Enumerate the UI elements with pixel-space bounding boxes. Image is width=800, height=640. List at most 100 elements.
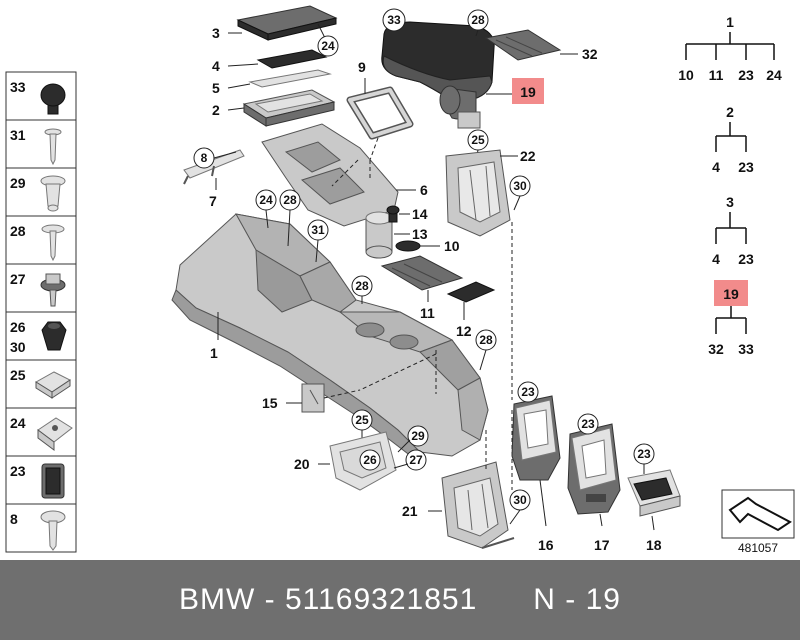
clip-icon [41,463,65,499]
legend-group-3: 3 4 23 [712,194,754,267]
legend-3-root[interactable]: 3 [726,194,734,210]
part-3-storage-cover[interactable] [236,5,338,41]
callout-3[interactable]: 3 [212,25,220,41]
callout-circle-28-console-a[interactable]: 28 [283,193,297,207]
callout-13[interactable]: 13 [412,226,428,242]
grid-label-8: 8 [10,511,18,527]
callout-19-highlight[interactable] [512,78,544,104]
callout-circle-24-console[interactable]: 24 [259,193,273,207]
legend-group-1: 1 10 11 23 24 [678,14,782,83]
callout-2[interactable]: 2 [212,102,220,118]
legend-2-child-4[interactable]: 4 [712,159,720,175]
callout-10[interactable]: 10 [444,238,460,254]
hex-screw-icon [40,273,66,307]
diagram-number: 481057 [738,541,778,555]
grid-cell-28[interactable] [5,215,77,265]
callout-circle-24-top[interactable]: 24 [321,39,335,53]
callout-circle-25-upper[interactable]: 25 [471,133,485,147]
callout-9[interactable]: 9 [358,59,366,75]
legend-2-child-23[interactable]: 23 [738,159,754,175]
part-4-insert-mat[interactable] [256,49,328,69]
callout-6[interactable]: 6 [420,182,428,198]
legend-1-root[interactable]: 1 [726,14,734,30]
callout-circle-30-upper[interactable]: 30 [513,179,527,193]
callout-19[interactable]: 19 [520,84,536,100]
part-21-lower-bracket[interactable] [441,461,515,549]
callout-1[interactable]: 1 [210,345,218,361]
callout-20[interactable]: 20 [294,456,310,472]
part-13-cup-insert[interactable] [365,211,393,259]
part-7-bracket[interactable] [183,149,245,185]
part-10-cup-mat[interactable] [395,240,421,252]
part-1-center-console[interactable] [171,213,489,461]
legend-3-child-4[interactable]: 4 [712,251,720,267]
expanding-rivet-icon [40,175,66,212]
direction-arrow-icon [728,496,792,532]
callout-circle-28-console-b[interactable]: 28 [355,279,369,293]
part-15-clip[interactable] [301,383,325,413]
exploded-parts-diagram: 33 31 29 28 27 26 30 25 24 23 8 [5,5,795,555]
callout-circle-31[interactable]: 31 [311,223,325,237]
part-5-trim-strip[interactable] [248,69,332,88]
grid-label-29: 29 [10,175,26,191]
callout-21[interactable]: 21 [402,503,418,519]
callout-circle-28-armrest[interactable]: 28 [471,13,485,27]
legend-19-root[interactable]: 19 [723,286,739,302]
callout-18[interactable]: 18 [646,537,662,553]
part-32-armrest-mat[interactable] [484,29,562,61]
legend-3-child-23[interactable]: 23 [738,251,754,267]
legend-1-child-10[interactable]: 10 [678,67,694,83]
legend-2-root[interactable]: 2 [726,104,734,120]
callout-circle-27[interactable]: 27 [409,453,423,467]
grid-label-26: 26 [10,319,26,335]
part-22-armrest-bracket[interactable] [445,149,511,237]
callout-circle-23-a[interactable]: 23 [521,385,535,399]
footer-bar: BMW - 51169321851 N - 19 [0,560,800,640]
callout-circle-29[interactable]: 29 [411,429,425,443]
part-17-rear-panel[interactable] [567,423,621,515]
clip-nut-icon [37,417,73,451]
legend-19-child-32[interactable]: 32 [708,341,724,357]
legend-1-child-24[interactable]: 24 [766,67,782,83]
callout-circle-28-console-c[interactable]: 28 [479,333,493,347]
callout-circle-30-lower[interactable]: 30 [513,493,527,507]
grid-cell-8[interactable] [5,503,77,553]
torx-screw-icon [40,510,66,551]
callout-14[interactable]: 14 [412,206,428,222]
legend-1-child-23[interactable]: 23 [738,67,754,83]
part-11-console-mat[interactable] [380,255,464,291]
part-14-plug[interactable] [386,205,400,223]
grid-cell-31[interactable] [5,119,77,169]
part-18-rear-tray[interactable] [627,469,681,517]
callout-12[interactable]: 12 [456,323,472,339]
callout-circle-26[interactable]: 26 [363,453,377,467]
callout-22[interactable]: 22 [520,148,536,164]
grid-cell-29[interactable] [5,167,77,217]
callout-circle-25-lower[interactable]: 25 [355,413,369,427]
part-9-trim-frame[interactable] [346,86,414,140]
grid-label-30: 30 [10,339,26,355]
callout-7[interactable]: 7 [209,193,217,209]
callout-17[interactable]: 17 [594,537,610,553]
callout-circle-8[interactable]: 8 [201,151,208,165]
legend-19-child-33[interactable]: 33 [738,341,754,357]
callout-4[interactable]: 4 [212,58,220,74]
callout-32[interactable]: 32 [582,46,598,62]
small-parts-grid: 33 31 29 28 27 26 30 25 24 23 8 [5,71,77,553]
callout-circle-23-b[interactable]: 23 [581,417,595,431]
part-16-rear-panel[interactable] [511,395,561,481]
legend-19-highlight[interactable] [714,280,748,306]
grid-label-33: 33 [10,79,26,95]
part-12-small-mat[interactable] [446,281,496,303]
callout-circle-23-c[interactable]: 23 [637,447,651,461]
screw-icon [44,128,62,166]
callout-circle-33[interactable]: 33 [387,13,401,27]
callout-15[interactable]: 15 [262,395,278,411]
part-2-storage-tray[interactable] [242,89,336,127]
callout-5[interactable]: 5 [212,80,220,96]
legend-1-child-11[interactable]: 11 [709,67,724,83]
callout-16[interactable]: 16 [538,537,554,553]
part-armrest-assembly[interactable] [381,21,495,129]
callout-11[interactable]: 11 [420,305,435,321]
